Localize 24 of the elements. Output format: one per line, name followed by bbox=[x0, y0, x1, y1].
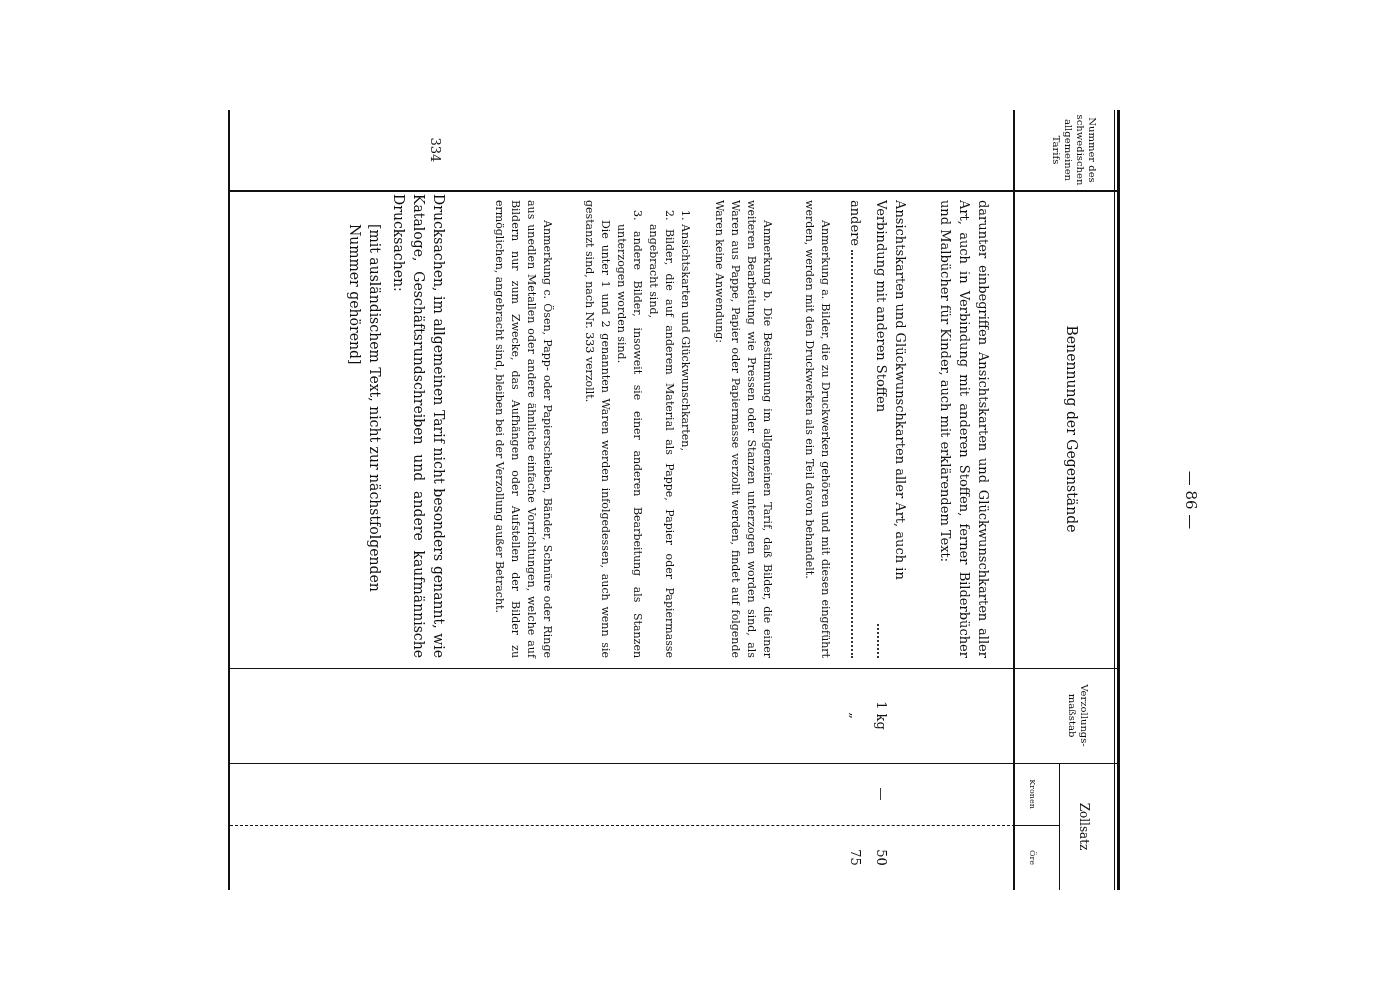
unit-text: 1 kg bbox=[873, 700, 890, 732]
note-text: Anmerkung a. Bilder, die zu Druckwerken gehören und mit diesen eingeführt werden, werden mit den Druckwerken als ein Teil davon behandelt. bbox=[802, 200, 833, 658]
rate-value: 75 bbox=[847, 848, 864, 868]
column-heading: Kronen bbox=[1027, 778, 1038, 811]
tariff-number: 334 bbox=[427, 136, 444, 165]
column-heading: Benennung der Gegenstände bbox=[1066, 324, 1078, 535]
item-description: darunter einbegriffen Ansichtskarten und Glückwunschkarten aller Art, auch in Verbindung mit anderen Stoffen, ferner Bilderbücher und Malbücher für Kinder, auch mit erklärendem Text: bbox=[937, 200, 992, 658]
item-description: andere bbox=[847, 200, 864, 247]
note-text: Die unter 1 und 2 genannten Waren werden infolgedessen, auch wenn sie gestanzt sind, nach Nr. 333 verzollt. bbox=[582, 200, 613, 658]
note-text: 3. andere Bilder, insoweit sie einer anderen Bearbeitung als Stanzen unterzogen worden sind. bbox=[614, 210, 645, 658]
rate-value: 50 bbox=[873, 848, 890, 868]
item-description: [mit ausländischem Text, nicht zur nächstfolgenden Nummer gehörend] bbox=[346, 224, 384, 594]
column-heading: Zollsatz bbox=[1078, 801, 1090, 853]
note-text: Anmerkung b. Die Bestimmung im allgemeinen Tarif, daß Bilder, die einer weiteren Bearbeitung wie Pressen oder Stanzen unterzogen worden sind, als Waren aus Pappe, Papier oder Papiermasse verzollt werden, findet auf folgende Waren keine Anwendung: bbox=[712, 200, 775, 658]
note-text: 2. Bilder, die auf anderem Material als Pappe, Papier oder Papiermasse angebracht sind, bbox=[646, 210, 677, 658]
dash: — bbox=[873, 786, 890, 803]
ditto-mark: „ bbox=[847, 711, 864, 721]
note-text: 1. Ansichtskarten und Glückwunschkarten, bbox=[678, 210, 693, 453]
column-heading: Öre bbox=[1027, 848, 1038, 868]
column-heading: Verzollungs-maßstab bbox=[1066, 683, 1090, 749]
note-text: Anmerkung c. Ösen, Papp- oder Papierscheiben, Bänder, Schnüre oder Ringe aus unedlen Metallen oder andere ähnliche einfache Vorrichtungen, welche auf Bildern nur zum Zwecke, das Aufhängen oder Aufstellen der Bilder zu ermöglichen, angebracht sind, bleiben bei der Verzollung außer Betracht. bbox=[492, 200, 555, 658]
column-heading: Nummer des schwedischen allgemeinen Tarifs bbox=[1050, 113, 1098, 188]
page-number: — 86 — bbox=[1181, 469, 1200, 532]
item-description: Drucksachen, im allgemeinen Tarif nicht besonders genannt, wie Kataloge, Geschäftsrundschreiben und andere kaufmännische Drucksachen: bbox=[390, 194, 448, 658]
